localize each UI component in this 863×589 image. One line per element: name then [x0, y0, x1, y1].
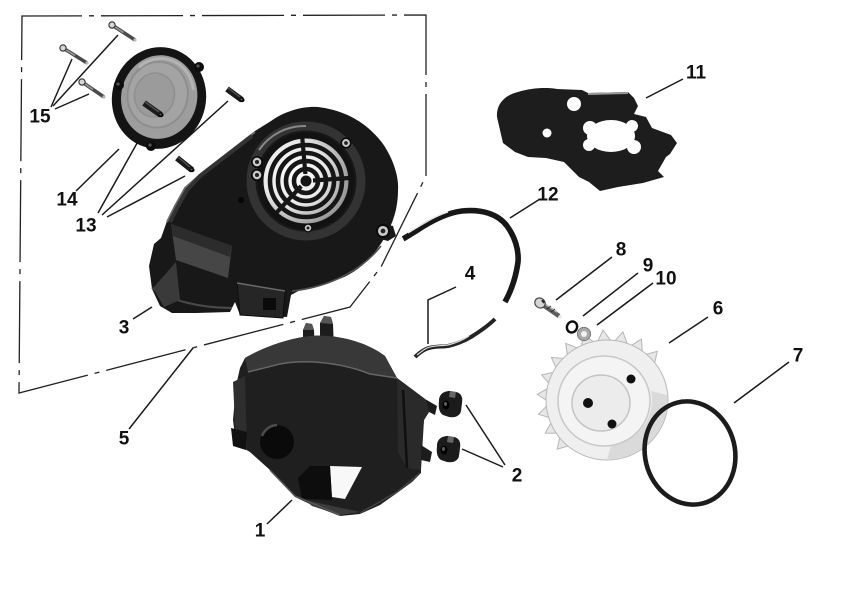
svg-text:9: 9 [643, 256, 654, 277]
svg-text:15: 15 [29, 107, 51, 128]
svg-text:6: 6 [713, 299, 724, 320]
svg-text:10: 10 [655, 269, 676, 290]
svg-text:14: 14 [56, 190, 78, 211]
svg-text:2: 2 [512, 466, 523, 487]
svg-text:11: 11 [686, 63, 707, 84]
svg-text:4: 4 [465, 264, 476, 285]
svg-text:7: 7 [793, 346, 804, 367]
svg-text:13: 13 [75, 216, 96, 237]
svg-text:12: 12 [537, 185, 558, 206]
svg-text:5: 5 [119, 429, 130, 450]
svg-text:3: 3 [119, 318, 130, 339]
svg-text:8: 8 [616, 240, 627, 261]
svg-text:1: 1 [255, 521, 266, 542]
